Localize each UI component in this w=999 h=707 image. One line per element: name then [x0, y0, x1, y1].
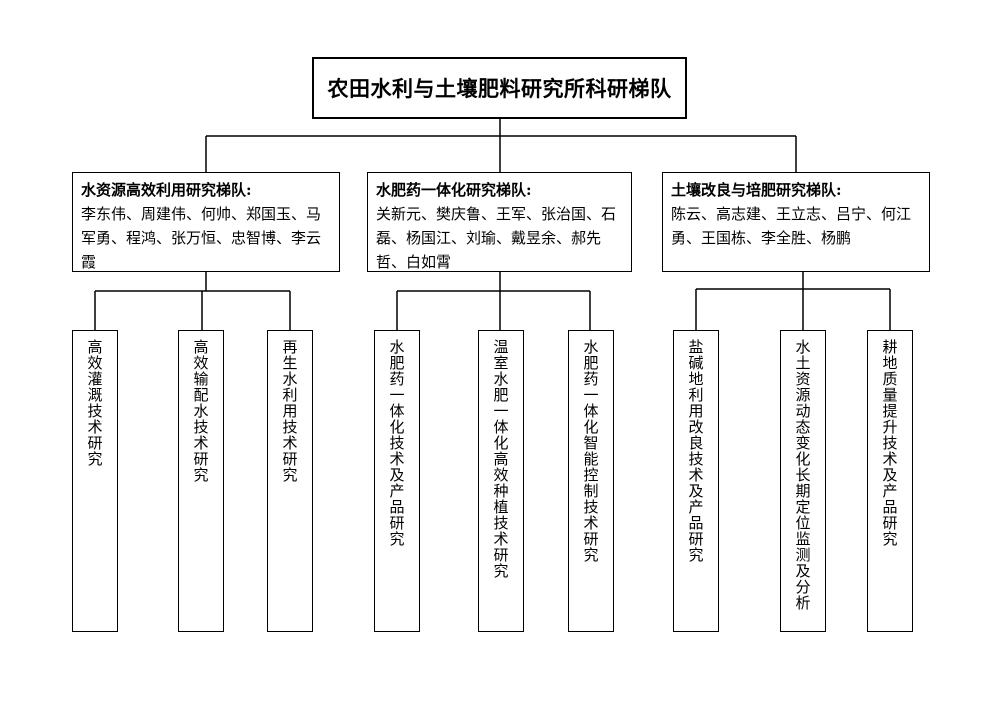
topic-box: 耕地质量提升技术及产品研究	[867, 330, 913, 632]
topic-box: 水肥药一体化技术及产品研究	[374, 330, 420, 632]
team-name: 水资源高效利用研究梯队:	[81, 181, 252, 199]
topic-label: 水肥药一体化智能控制技术研究	[581, 339, 600, 563]
org-chart-title: 农田水利与土壤肥料研究所科研梯队	[327, 76, 672, 101]
team-box-water-resources: 水资源高效利用研究梯队: 李东伟、周建伟、何帅、郑国玉、马军勇、程鸿、张万恒、忠…	[72, 172, 340, 272]
team-name: 水肥药一体化研究梯队:	[376, 181, 532, 199]
topic-box: 高效灌溉技术研究	[72, 330, 118, 632]
topic-box: 高效输配水技术研究	[178, 330, 224, 632]
topic-label: 高效灌溉技术研究	[85, 339, 104, 467]
team-members: 李东伟、周建伟、何帅、郑国玉、马军勇、程鸿、张万恒、忠智博、李云霞	[81, 205, 322, 271]
topic-box: 再生水利用技术研究	[267, 330, 313, 632]
team-box-water-fertilizer: 水肥药一体化研究梯队: 关新元、樊庆鲁、王军、张治国、石磊、杨国江、刘瑜、戴昱余…	[367, 172, 632, 272]
team-box-soil-improvement: 土壤改良与培肥研究梯队: 陈云、高志建、王立志、吕宁、何江勇、王国栋、李全胜、杨…	[662, 172, 930, 272]
topic-box: 水土资源动态变化长期定位监测及分析	[780, 330, 826, 632]
topic-label: 温室水肥一体化高效种植技术研究	[491, 339, 510, 579]
topic-label: 水肥药一体化技术及产品研究	[387, 339, 406, 547]
topic-box: 温室水肥一体化高效种植技术研究	[478, 330, 524, 632]
topic-label: 盐碱地利用改良技术及产品研究	[686, 339, 705, 563]
topic-box: 水肥药一体化智能控制技术研究	[568, 330, 614, 632]
topic-label: 耕地质量提升技术及产品研究	[880, 339, 899, 547]
team-members: 关新元、樊庆鲁、王军、张治国、石磊、杨国江、刘瑜、戴昱余、郝先哲、白如霄	[376, 205, 617, 271]
team-name: 土壤改良与培肥研究梯队:	[671, 181, 842, 199]
topic-label: 再生水利用技术研究	[280, 339, 299, 483]
topic-box: 盐碱地利用改良技术及产品研究	[673, 330, 719, 632]
team-members: 陈云、高志建、王立志、吕宁、何江勇、王国栋、李全胜、杨鹏	[671, 205, 912, 247]
topic-label: 高效输配水技术研究	[191, 339, 210, 483]
topic-label: 水土资源动态变化长期定位监测及分析	[793, 339, 812, 611]
org-chart-title-box: 农田水利与土壤肥料研究所科研梯队	[312, 57, 687, 119]
